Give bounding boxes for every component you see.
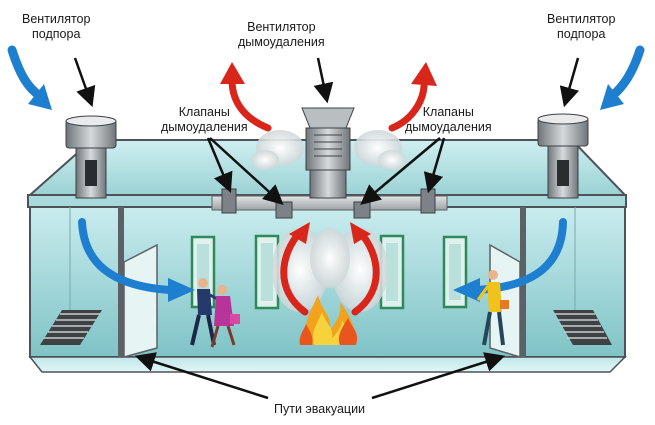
valve <box>420 188 436 214</box>
door-icon <box>442 235 468 309</box>
arrow-icon <box>7 45 645 101</box>
valve <box>275 201 293 219</box>
arrow-icon <box>220 62 437 244</box>
person-icon <box>210 285 240 348</box>
fire-icon <box>299 295 358 345</box>
fan-icon <box>65 115 117 199</box>
floor <box>28 356 627 373</box>
person-icon <box>476 270 509 346</box>
smoke-cloud <box>251 130 406 170</box>
label-smoke-fan: Вентилятор дымоудаления <box>238 20 325 49</box>
arrow-icon <box>228 74 428 316</box>
label-supply-fan-right: Вентилятор подпора <box>547 12 616 41</box>
valve <box>353 201 371 219</box>
fan-icon <box>537 113 589 199</box>
stair-icon <box>40 310 102 345</box>
label-valves-right: Клапаны дымоудаления <box>405 105 492 134</box>
valve <box>221 188 237 214</box>
door-icon <box>254 234 280 310</box>
arrow-icon <box>168 278 480 302</box>
door-icon <box>123 243 158 358</box>
stair-icon <box>553 310 612 345</box>
label-valves-left: Клапаны дымоудаления <box>161 105 248 134</box>
fan-icon <box>301 107 355 199</box>
label-evacuation: Пути эвакуации <box>274 402 366 416</box>
arrow-icon <box>28 84 624 110</box>
label-pointer <box>73 57 580 400</box>
label-supply-fan-left: Вентилятор подпора <box>22 12 91 41</box>
